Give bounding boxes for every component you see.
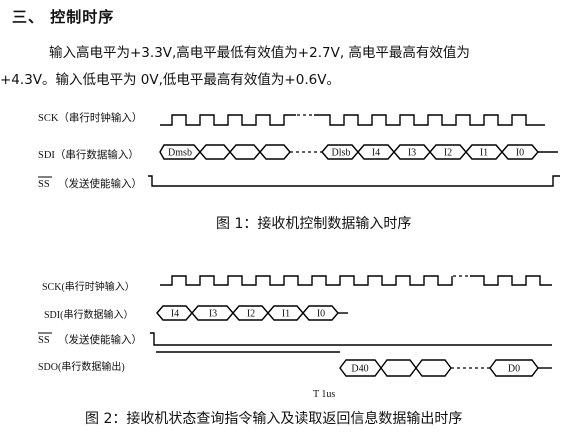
fig2-sck-label: SCK(串行时钟输入）: [42, 280, 135, 293]
fig1-sdi-cell-2: [199, 144, 231, 160]
fig1-sdi-bit-dmsb: Dmsb: [168, 148, 192, 159]
figure-2-caption: 图 2：接收机状态查询指令输入及读取返回信息数据输出时序: [85, 411, 463, 427]
paragraph-line-1: 输入高电平为+3.3V,高电平最低有效值为+2.7V, 高电平最高有效值为: [49, 45, 470, 61]
fig1-sck-waveform-2: [314, 114, 545, 126]
fig2-sdi-bit-i1: I1: [282, 309, 290, 320]
fig2-sdo-bit-d0: D0: [508, 364, 520, 375]
fig2-ss-bar-label: SS: [38, 335, 50, 346]
fig2-sdo-bit-d40: D40: [351, 364, 368, 375]
fig2-sdo-bus: D40 D0: [156, 351, 552, 377]
fig2-timing-note: T 1us: [313, 389, 335, 400]
figure-2-diagram: SCK(串行时钟输入） SDI(串行数据输入） SS （发送使能输入） SDO(…: [38, 275, 552, 400]
fig1-ss-bar-label: SS: [38, 179, 50, 190]
paragraph-line-2: +4.3V。输入低电平为 0V,低电平最高有效值为+0.6V。: [0, 72, 340, 88]
fig2-ss-waveform: [150, 332, 552, 346]
fig2-ss-desc-label: （发送使能输入）: [58, 333, 142, 346]
fig2-sdo-cell-2: [380, 359, 417, 377]
fig1-sdi-bit-i2: I2: [444, 148, 452, 159]
fig1-sdi-cell-4: [259, 144, 291, 153]
figure-1-diagram: SCK（串行时钟输入） SDI（串行数据输入） SS （发送使能输入） Dmsb…: [38, 111, 560, 190]
fig1-ss-desc-label: （发送使能输入）: [58, 177, 142, 190]
fig2-sdo-label: SDO(串行数据输出): [38, 360, 125, 373]
fig1-sdi-cell-4b: [259, 151, 291, 160]
fig2-sdi-bit-i3: I3: [209, 309, 217, 320]
fig1-sck-waveform: [160, 114, 296, 126]
fig2-sck-waveform: [160, 275, 453, 286]
fig1-sdi-bit-i1: I1: [480, 148, 488, 159]
fig1-sdi-bit-i0: I0: [516, 148, 524, 159]
section-heading: 三、 控制时序: [12, 8, 115, 26]
fig1-sdi-bus: Dmsb Dlsb I4 I3 I2 I1 I0: [159, 144, 558, 160]
fig1-ss-waveform: [148, 175, 560, 187]
figure-1-caption: 图 1：接收机控制数据输入时序: [216, 216, 412, 232]
fig1-sdi-cell-3: [229, 144, 261, 160]
fig2-sdi-label: SDI(串行数据输入）: [44, 308, 133, 321]
fig2-sdi-bit-i4: I4: [171, 309, 179, 320]
fig1-sdi-label: SDI（串行数据输入）: [38, 148, 139, 161]
fig1-sdi-bit-i4: I4: [372, 148, 380, 159]
fig2-sck-waveform-2: [470, 275, 552, 286]
fig2-sdi-bus: I4 I3 I2 I1 I0: [156, 305, 348, 321]
fig2-sdi-bit-i0: I0: [317, 309, 325, 320]
fig2-sdo-cell-3: [415, 359, 452, 377]
fig2-sdi-bit-i2: I2: [247, 309, 255, 320]
fig1-sdi-bit-i3: I3: [408, 148, 416, 159]
fig1-sdi-bit-dlsb: Dlsb: [332, 148, 351, 159]
fig1-sck-label: SCK（串行时钟输入）: [38, 111, 142, 124]
